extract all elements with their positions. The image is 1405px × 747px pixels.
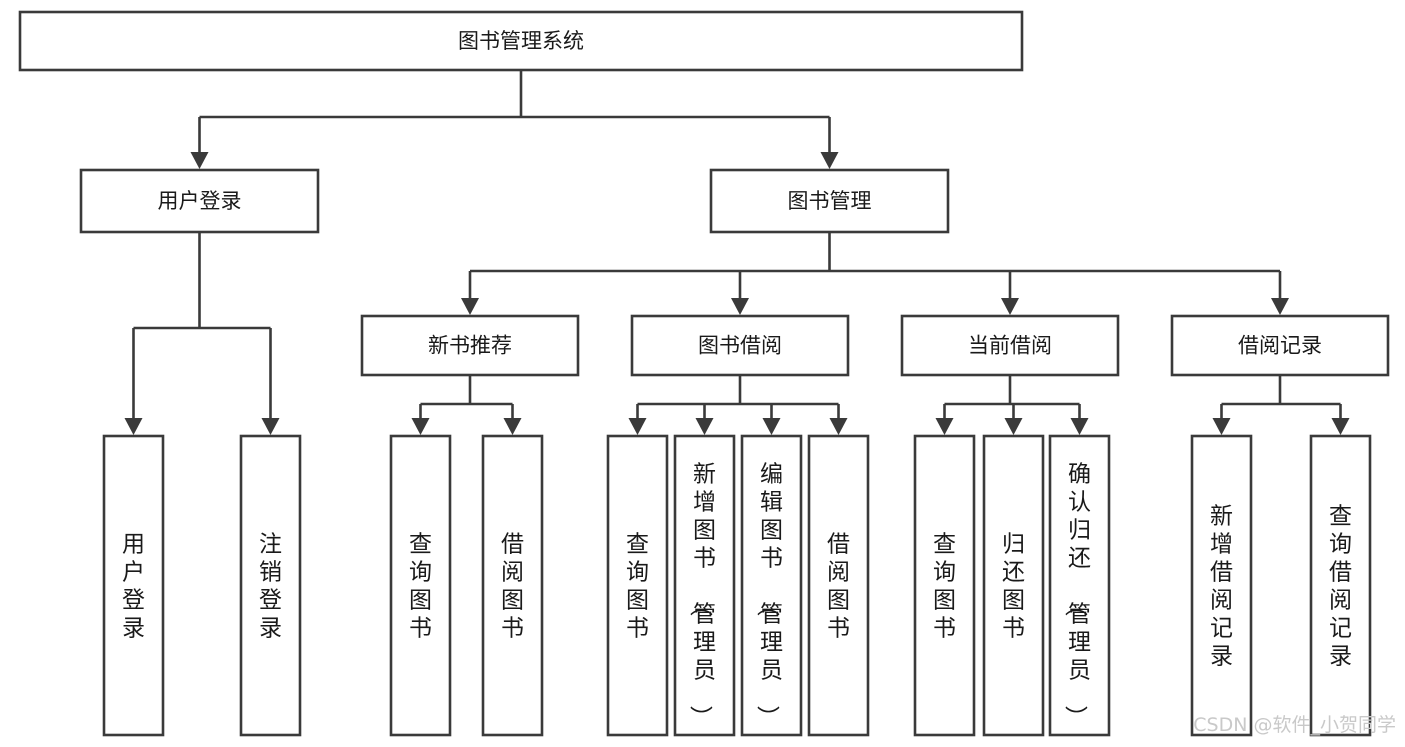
node-box-leaf-user-login: [102, 434, 165, 737]
node-label-leaf-return-book: 归还图书: [1002, 531, 1025, 641]
node-borrow-record[interactable]: 借阅记录: [1170, 314, 1390, 377]
csdn-watermark: CSDN @软件_小贺同学: [1193, 714, 1396, 736]
node-box-leaf-add-borrow-record: [1190, 434, 1253, 737]
node-leaf-add-book[interactable]: 新增图书（管理员）: [673, 434, 736, 737]
node-leaf-borrow-book-recommend[interactable]: 借阅图书: [481, 434, 544, 737]
node-label-leaf-add-book: 新增图书（管理员）: [687, 461, 716, 728]
node-leaf-borrow-book[interactable]: 借阅图书: [807, 434, 870, 737]
node-label-leaf-edit-book: 编辑图书（管理员）: [754, 461, 783, 728]
node-label-leaf-user-login: 用户登录: [122, 531, 145, 641]
node-label-leaf-borrow-book-recommend: 借阅图书: [501, 531, 524, 641]
arrow-head-book-management: [820, 152, 839, 169]
node-box-book-management: [709, 168, 950, 234]
node-label-book-borrow: 图书借阅: [698, 334, 782, 358]
arrow-head-leaf-user-logout: [261, 418, 280, 435]
node-label-user-login: 用户登录: [158, 189, 242, 213]
node-leaf-query-book-recommend[interactable]: 查询图书: [389, 434, 452, 737]
node-label-leaf-confirm-return: 确认归还（管理员）: [1062, 461, 1091, 728]
arrow-head-new-book-recommend: [461, 298, 479, 315]
arrow-head-leaf-add-book: [695, 418, 714, 435]
node-box-leaf-user-logout: [239, 434, 302, 737]
node-box-leaf-query-borrow-record: [1309, 434, 1372, 737]
arrow-head-leaf-confirm-return: [1070, 418, 1089, 435]
arrow-head-leaf-query-book-borrow: [628, 418, 647, 435]
node-label-current-borrow: 当前借阅: [968, 334, 1052, 358]
node-label-leaf-query-book-borrow: 查询图书: [626, 531, 649, 641]
node-label-borrow-record: 借阅记录: [1238, 334, 1322, 358]
node-book-management[interactable]: 图书管理: [709, 168, 950, 234]
arrow-head-user-login: [190, 152, 209, 169]
node-box-leaf-confirm-return: [1048, 434, 1111, 737]
node-box-new-book-recommend: [360, 314, 580, 377]
node-box-root: [18, 10, 1024, 72]
arrow-head-leaf-query-book-current: [935, 418, 954, 435]
node-leaf-return-book[interactable]: 归还图书: [982, 434, 1045, 737]
arrow-head-leaf-borrow-book-recommend: [503, 418, 522, 435]
node-leaf-query-book-current[interactable]: 查询图书: [913, 434, 976, 737]
arrow-head-leaf-add-borrow-record: [1212, 418, 1231, 435]
arrow-head-borrow-record: [1271, 298, 1289, 315]
node-label-leaf-query-book-recommend: 查询图书: [409, 531, 432, 641]
node-current-borrow[interactable]: 当前借阅: [900, 314, 1120, 377]
node-box-book-borrow: [630, 314, 850, 377]
arrow-head-leaf-query-borrow-record: [1331, 418, 1350, 435]
node-layer: 图书管理系统用户登录图书管理新书推荐图书借阅当前借阅借阅记录用户登录注销登录查询…: [18, 10, 1390, 737]
node-label-leaf-borrow-book: 借阅图书: [827, 531, 850, 641]
arrow-head-leaf-edit-book: [762, 418, 781, 435]
node-label-leaf-user-logout: 注销登录: [259, 531, 282, 641]
node-label-new-book-recommend: 新书推荐: [428, 334, 512, 358]
node-leaf-query-borrow-record[interactable]: 查询借阅记录: [1309, 434, 1372, 737]
arrow-head-leaf-return-book: [1004, 418, 1023, 435]
node-box-leaf-edit-book: [740, 434, 803, 737]
node-box-leaf-query-book-borrow: [606, 434, 669, 737]
node-label-leaf-query-book-current: 查询图书: [933, 531, 956, 641]
arrow-head-leaf-borrow-book: [829, 418, 848, 435]
node-label-leaf-add-borrow-record: 新增借阅记录: [1210, 503, 1233, 669]
node-box-current-borrow: [900, 314, 1120, 377]
arrow-head-leaf-user-login: [124, 418, 143, 435]
node-root[interactable]: 图书管理系统: [18, 10, 1024, 72]
node-label-book-management: 图书管理: [788, 189, 872, 213]
node-book-borrow[interactable]: 图书借阅: [630, 314, 850, 377]
node-leaf-user-login[interactable]: 用户登录: [102, 434, 165, 737]
connector-layer: [124, 70, 1350, 435]
node-new-book-recommend[interactable]: 新书推荐: [360, 314, 580, 377]
node-box-leaf-add-book: [673, 434, 736, 737]
node-box-leaf-query-book-current: [913, 434, 976, 737]
node-leaf-query-book-borrow[interactable]: 查询图书: [606, 434, 669, 737]
node-box-leaf-return-book: [982, 434, 1045, 737]
node-label-root: 图书管理系统: [458, 29, 584, 53]
node-box-borrow-record: [1170, 314, 1390, 377]
node-leaf-add-borrow-record[interactable]: 新增借阅记录: [1190, 434, 1253, 737]
node-leaf-edit-book[interactable]: 编辑图书（管理员）: [740, 434, 803, 737]
node-box-leaf-query-book-recommend: [389, 434, 452, 737]
node-box-leaf-borrow-book: [807, 434, 870, 737]
arrow-head-leaf-query-book-recommend: [411, 418, 430, 435]
arrow-head-current-borrow: [1001, 298, 1019, 315]
node-leaf-confirm-return[interactable]: 确认归还（管理员）: [1048, 434, 1111, 737]
arrow-head-book-borrow: [731, 298, 749, 315]
node-label-leaf-query-borrow-record: 查询借阅记录: [1329, 503, 1352, 669]
node-box-user-login: [79, 168, 320, 234]
node-leaf-user-logout[interactable]: 注销登录: [239, 434, 302, 737]
node-user-login[interactable]: 用户登录: [79, 168, 320, 234]
node-box-leaf-borrow-book-recommend: [481, 434, 544, 737]
